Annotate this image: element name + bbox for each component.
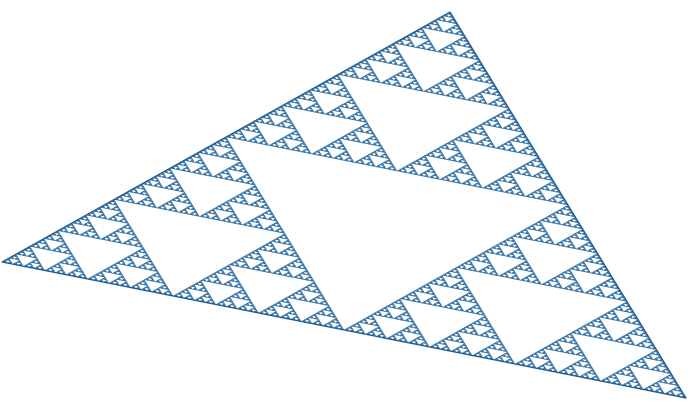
fractal-canvas xyxy=(0,0,690,405)
sierpinski-triangle-figure xyxy=(0,0,690,405)
background xyxy=(0,0,690,405)
